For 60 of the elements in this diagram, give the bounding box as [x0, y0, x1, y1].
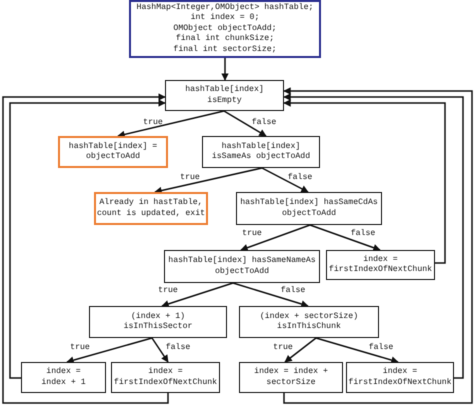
- arrow: [262, 167, 309, 193]
- arrow: [240, 224, 310, 252]
- edge-label: true: [273, 343, 293, 353]
- process-box: [239, 362, 343, 393]
- arrow: [66, 337, 152, 364]
- arrow: [161, 282, 234, 308]
- process-box: [89, 306, 227, 338]
- node-text: index = index + sectorSize: [254, 367, 328, 388]
- edge-label: false: [280, 286, 306, 296]
- node-text: OMObject objectToAdd;: [173, 24, 277, 34]
- process-box: [346, 362, 454, 393]
- arrow: [310, 224, 381, 252]
- node-text: index = index + 1: [41, 367, 86, 388]
- arrow: [151, 338, 169, 363]
- node-text: index = firstIndexOfNextChunk: [348, 367, 452, 388]
- arrow: [117, 110, 224, 138]
- arrow: [284, 337, 316, 363]
- edge-label: false: [368, 343, 394, 353]
- arrow: [232, 282, 309, 308]
- node-text: int index = 0;: [190, 13, 260, 24]
- process-box: [165, 80, 284, 111]
- node-text: (index + sectorSize) isInThisChunk: [260, 312, 358, 332]
- process-box: [21, 362, 106, 393]
- arrow: [316, 337, 399, 364]
- edge-label: false: [166, 343, 190, 353]
- edge-label: false: [350, 229, 376, 239]
- edge-label: true: [180, 173, 200, 183]
- node-text: hashTable[index] = objectToAdd: [68, 142, 158, 162]
- declaration-box: [129, 0, 321, 58]
- process-box: [164, 250, 320, 283]
- node-text: Already in hastTable, count is updated, exit: [96, 198, 206, 219]
- node-text: hashTable[index] isSameAs objectToAdd: [212, 142, 310, 162]
- arrow: [224, 110, 267, 137]
- edge-label: true: [242, 229, 262, 239]
- arrow: [221, 58, 229, 81]
- edge-label: true: [158, 286, 178, 296]
- process-box: [111, 362, 220, 393]
- node-text: HashMap<Integer,OMObject> hashTable;: [136, 2, 314, 13]
- process-box: [202, 136, 320, 168]
- arrow: [2, 93, 169, 404]
- edge-label: true: [143, 118, 163, 128]
- terminal-box: [94, 192, 208, 225]
- edge-label: false: [288, 173, 312, 183]
- node-text: hashTable[index] hasSameNameAs objectToAdd: [168, 256, 316, 277]
- node-text: index = firstIndexOfNextChunk: [328, 254, 432, 276]
- arrow: [9, 99, 166, 379]
- arrow: [154, 167, 262, 194]
- terminal-box: [58, 136, 168, 168]
- arrow: [283, 99, 446, 264]
- edge-label: false: [252, 118, 276, 128]
- node-text: final int sectorSize;: [173, 44, 277, 56]
- process-box: [236, 192, 382, 225]
- process-box: [326, 250, 435, 280]
- node-text: hashTable[index] hasSameCdAs objectToAdd: [240, 198, 378, 219]
- node-text: hashTable[index] isEmpty: [185, 85, 264, 106]
- node-text: index = firstIndexOfNextChunk: [114, 367, 218, 388]
- node-text: (index + 1) isInThisSector: [124, 312, 192, 332]
- node-text: final int chunkSize;: [176, 34, 274, 45]
- edge-label: true: [70, 343, 90, 353]
- process-box: [239, 306, 379, 338]
